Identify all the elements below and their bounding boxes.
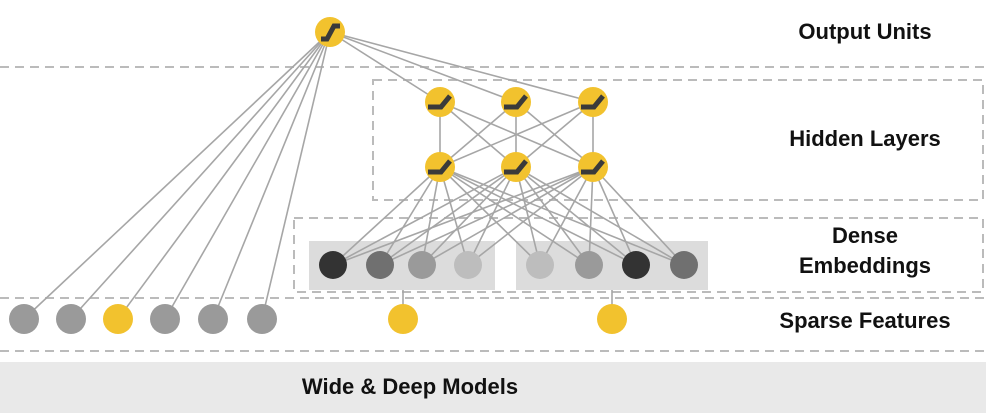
edge-hidden2-0-embed-7 [439, 166, 685, 266]
edge-hidden2-0-embed-3 [439, 166, 469, 266]
hidden-unit-l2-0-icon [425, 152, 455, 182]
edge-wide-0-output [23, 31, 331, 320]
edge-hidden2-0-embed-4 [439, 166, 541, 266]
edge-hidden2-1-embed-2 [421, 166, 517, 266]
edge-output-hidden1-2 [329, 31, 594, 103]
dense-embeddings-box [293, 217, 984, 293]
edge-hidden2-2-embed-4 [539, 166, 594, 266]
edge-hidden2-1-embed-0 [332, 166, 517, 266]
edge-hidden2-2-embed-6 [592, 166, 637, 266]
edge-wide-2-output [117, 31, 331, 320]
wide-sparse-node-4 [198, 304, 228, 334]
edge-hidden2-1-embed-1 [379, 166, 517, 266]
label-output-units: Output Units [798, 19, 932, 44]
edge-hidden2-0-embed-1 [379, 166, 441, 266]
edge-output-hidden1-1 [329, 31, 517, 103]
deep-sparse-node-0 [388, 304, 418, 334]
wide-sparse-node-5 [247, 304, 277, 334]
embedding-node-3 [454, 251, 482, 279]
edge-wide-3-output [164, 31, 331, 320]
embedding-node-0 [319, 251, 347, 279]
deep-sparse-node-1 [597, 304, 627, 334]
edge-hidden2-1-embed-5 [515, 166, 590, 266]
label-dense: Dense [831, 223, 899, 248]
edge-hidden2-2-embed-5 [588, 166, 594, 266]
edge-hidden2-0-embed-6 [439, 166, 637, 266]
edge-hidden2-2-embed-1 [379, 166, 594, 266]
embedding-node-5 [575, 251, 603, 279]
network-edges [23, 31, 685, 320]
edge-wide-1-output [70, 31, 331, 320]
label-sparse-features: Sparse Features [779, 308, 951, 333]
edge-wide-5-output [261, 31, 331, 320]
edge-hidden2-0-embed-0 [332, 166, 441, 266]
embedding-node-7 [670, 251, 698, 279]
edge-hidden2-1-embed-7 [515, 166, 685, 266]
embedding-node-4 [526, 251, 554, 279]
hidden-unit-l2-1-icon [501, 152, 531, 182]
embedding-node-6 [622, 251, 650, 279]
hidden-unit-l1-0-icon [425, 87, 455, 117]
footer-title: Wide & Deep Models [301, 374, 519, 399]
footer-bar: Wide & Deep Models [0, 362, 986, 413]
wide-sparse-node-3 [150, 304, 180, 334]
edge-hidden2-0-embed-2 [421, 166, 441, 266]
edge-hidden2-0-embed-5 [439, 166, 590, 266]
embedding-node-2 [408, 251, 436, 279]
edge-hidden2-2-embed-2 [421, 166, 594, 266]
wide-sparse-node-0 [9, 304, 39, 334]
edge-hidden2-1-embed-6 [515, 166, 637, 266]
hidden-unit-l2-2-icon [578, 152, 608, 182]
edge-hidden2-2-embed-3 [467, 166, 594, 266]
label-hidden-layers: Hidden Layers [789, 126, 941, 151]
edge-hidden1-1-hidden2-0 [439, 101, 517, 168]
label-embeddings: Embeddings [798, 253, 931, 278]
edge-hidden1-2-hidden2-1 [515, 101, 594, 168]
network-nodes [9, 17, 698, 334]
edge-hidden2-2-embed-7 [592, 166, 685, 266]
edge-hidden2-1-embed-4 [515, 166, 541, 266]
embedding-node-1 [366, 251, 394, 279]
edge-output-hidden1-0 [329, 31, 441, 103]
edge-hidden1-2-hidden2-0 [439, 101, 594, 168]
layer-separators [0, 66, 986, 352]
edge-hidden2-1-embed-3 [467, 166, 517, 266]
wide-sparse-node-1 [56, 304, 86, 334]
output-unit-icon [315, 17, 345, 47]
wide-sparse-node-2 [103, 304, 133, 334]
edge-wide-4-output [212, 31, 331, 320]
edge-hidden2-2-embed-0 [332, 166, 594, 266]
hidden-unit-l1-1-icon [501, 87, 531, 117]
hidden-unit-l1-2-icon [578, 87, 608, 117]
hidden-layers-box [372, 79, 984, 201]
